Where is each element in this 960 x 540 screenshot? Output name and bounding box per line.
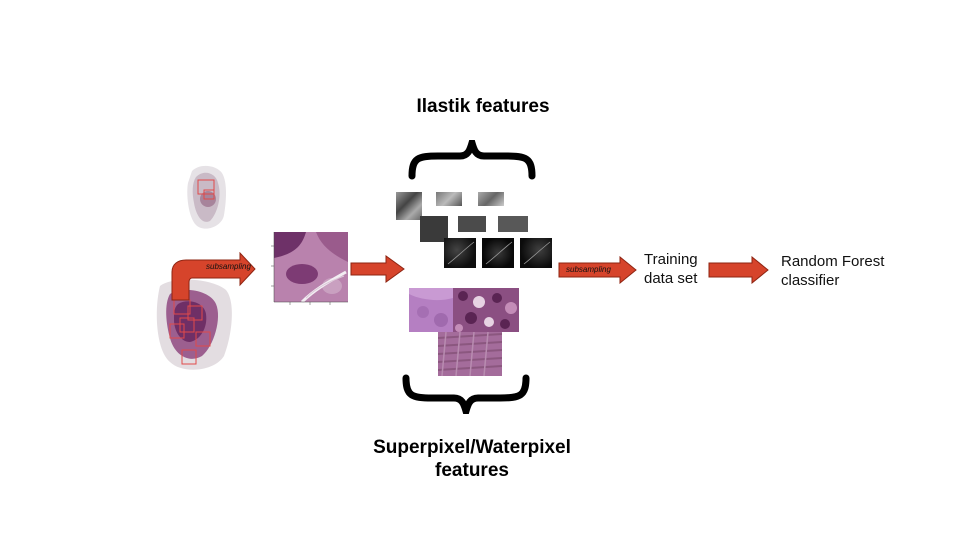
superpixel-patch-3 [438, 332, 502, 376]
feature-map-panel [436, 192, 462, 206]
subsampling-arrow-left [171, 252, 256, 301]
top-curly-brace [408, 140, 536, 180]
bottom-curly-brace [402, 374, 530, 414]
classifier-line1: Random Forest [781, 253, 885, 270]
arrow-patch-to-features [350, 255, 405, 283]
superpixel-features-title: Superpixel/Waterpixel features [347, 436, 597, 482]
ilastik-features-title: Ilastik features [416, 96, 550, 117]
superpixel-patch-1 [409, 288, 453, 332]
large-slide-thumbnail [156, 279, 232, 370]
training-line2: data set [644, 270, 698, 287]
subsampling-arrow-right [558, 256, 637, 284]
training-data-set-label: Training data set [644, 250, 698, 288]
arrow-training-to-classifier [708, 256, 769, 284]
superpixel-patch-2 [453, 288, 519, 332]
feature-map-panel [458, 216, 486, 232]
he-patch-plot [271, 232, 348, 305]
feature-map-lines [447, 241, 551, 265]
ilastik-feature-maps [392, 186, 558, 276]
feature-map-panel [498, 216, 528, 232]
feature-map-panel [478, 192, 504, 206]
classifier-line2: classifier [781, 272, 840, 289]
feature-map-panel [396, 192, 422, 220]
small-slide-thumbnail [187, 165, 226, 229]
superpixel-title-line2: features [435, 460, 509, 481]
training-line1: Training [644, 251, 698, 268]
subsampling-label-left: subsampling [206, 262, 251, 271]
subsampling-label-right: subsampling [566, 265, 611, 274]
random-forest-classifier-label: Random Forest classifier [781, 252, 884, 290]
feature-map-panel [420, 216, 448, 242]
superpixel-title-line1: Superpixel/Waterpixel [373, 437, 571, 458]
